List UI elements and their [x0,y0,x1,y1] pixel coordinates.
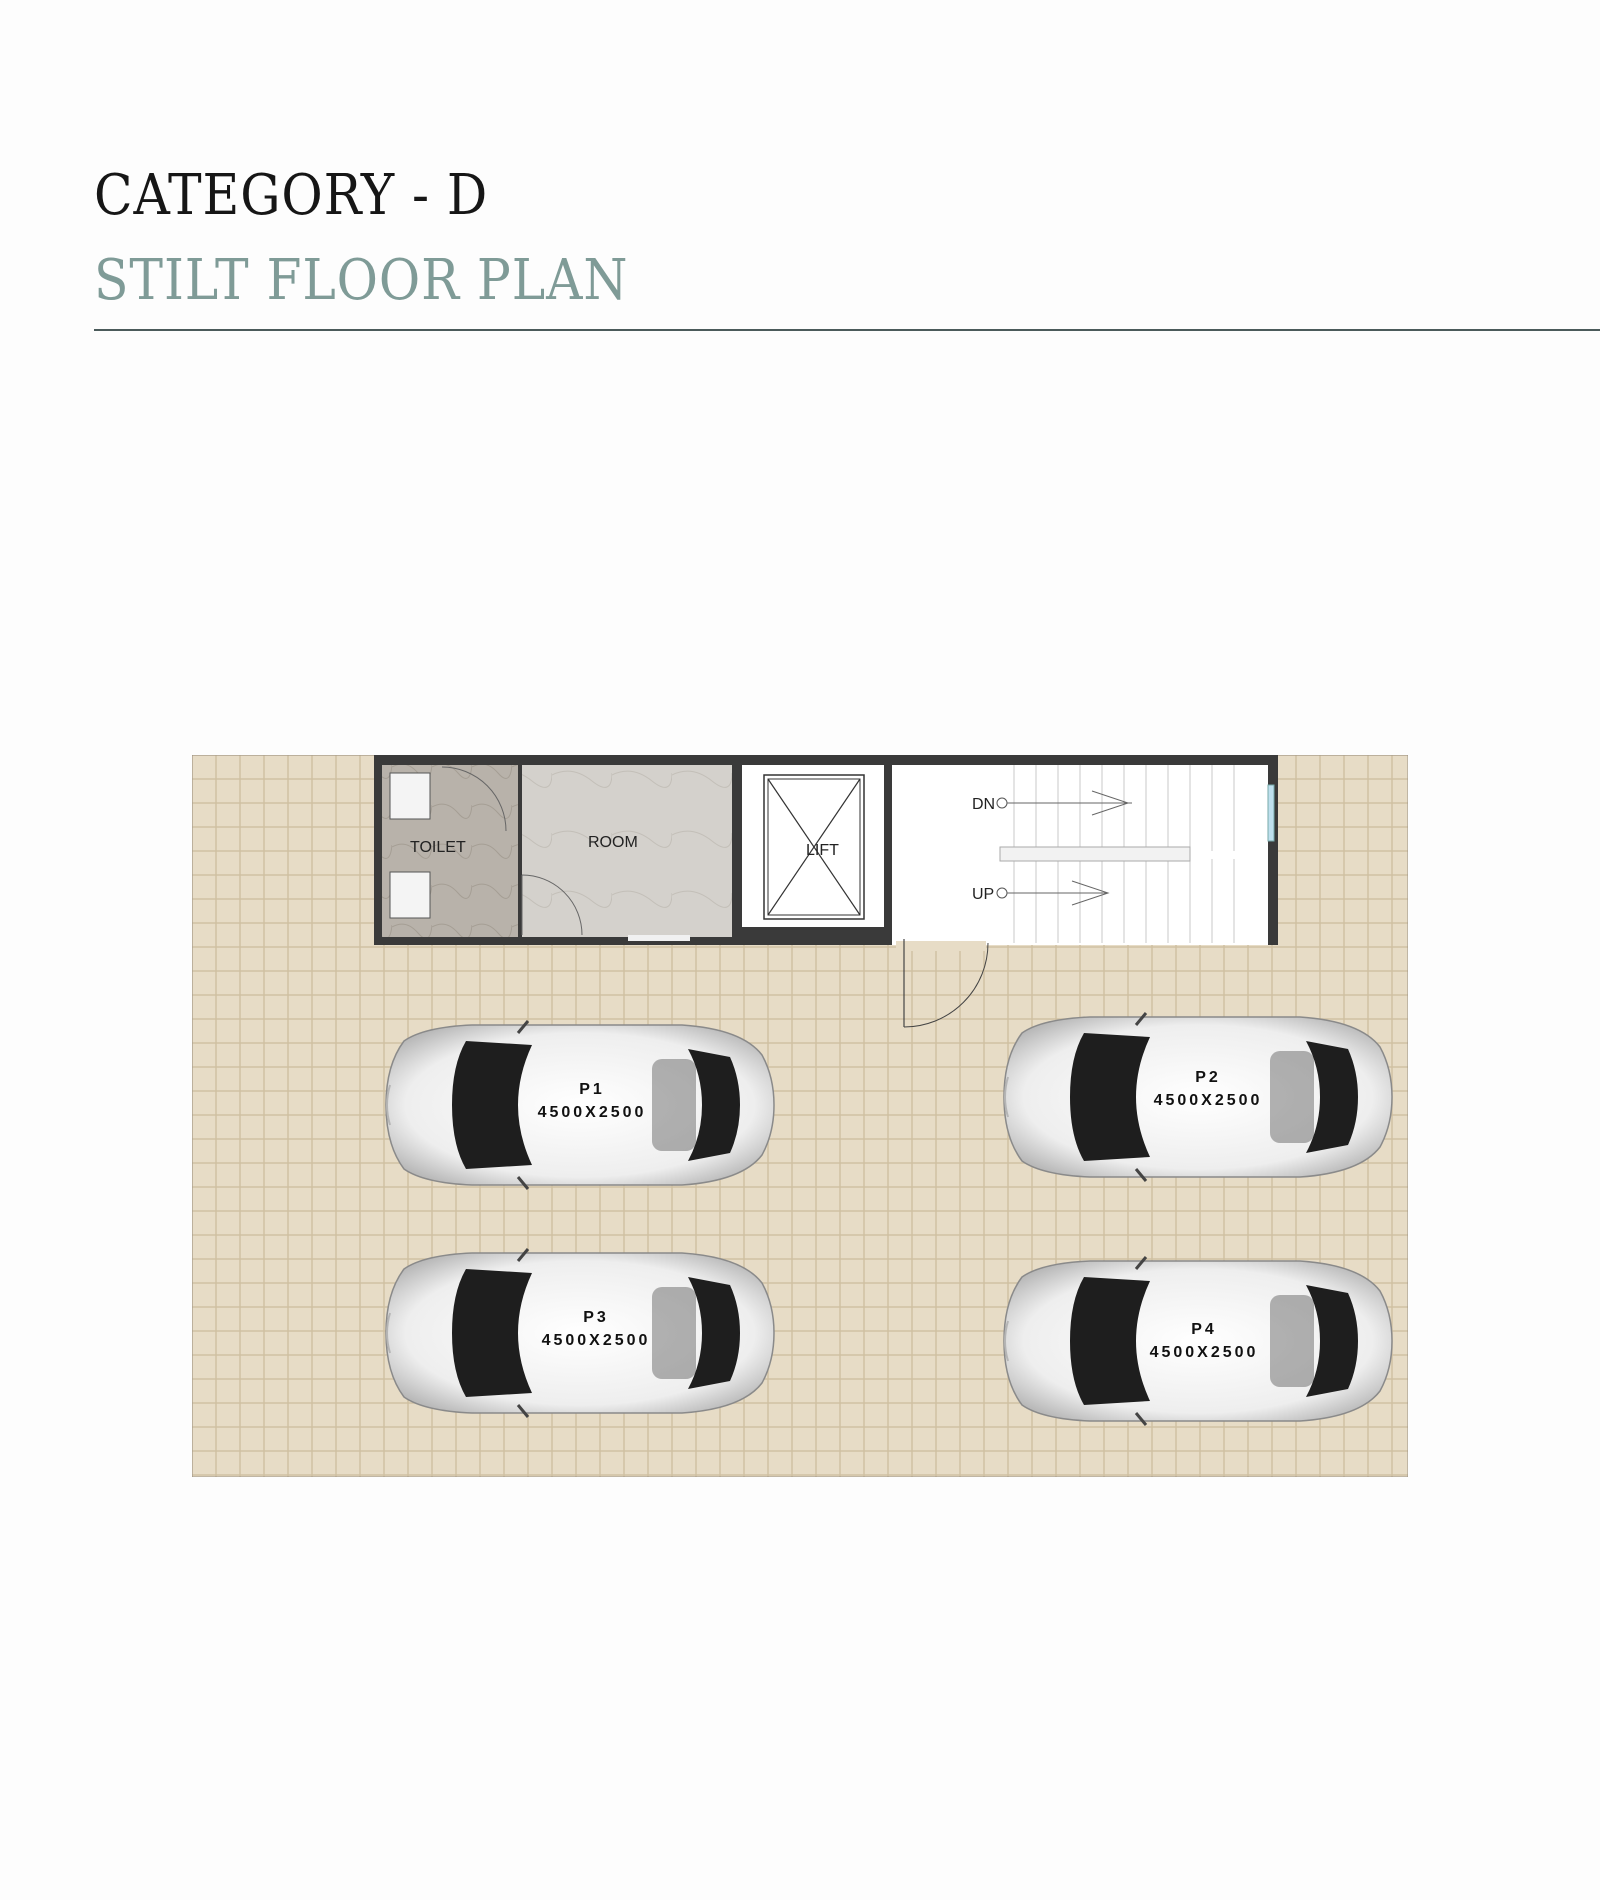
header-divider [94,329,1600,331]
room-area [522,765,732,937]
parking-p4-id: P4 [1191,1321,1217,1338]
page-title: CATEGORY - D [94,163,489,228]
floor-plan-drawing: TOILET ROOM LIFT [192,755,1408,1477]
stair-up-label: UP [972,886,994,903]
wc-fixture [389,871,431,919]
page-subtitle: STILT FLOOR PLAN [94,248,629,313]
lift-label: LIFT [806,842,839,859]
washbasin [389,772,431,820]
parking-p2-size: 4500X2500 [1154,1092,1263,1109]
parking-p3-size: 4500X2500 [542,1332,651,1349]
parking-p1-size: 4500X2500 [538,1104,647,1121]
toilet-label: TOILET [410,839,466,856]
stair-down-label: DN [972,796,995,813]
parking-p1-id: P1 [579,1081,605,1098]
floor-plan: TOILET ROOM LIFT [192,755,1408,1477]
parking-p3-id: P3 [583,1309,609,1326]
room-label: ROOM [588,834,638,851]
parking-p4-size: 4500X2500 [1150,1344,1259,1361]
parking-p2-id: P2 [1195,1069,1221,1086]
parking-p4 [1002,1255,1394,1427]
